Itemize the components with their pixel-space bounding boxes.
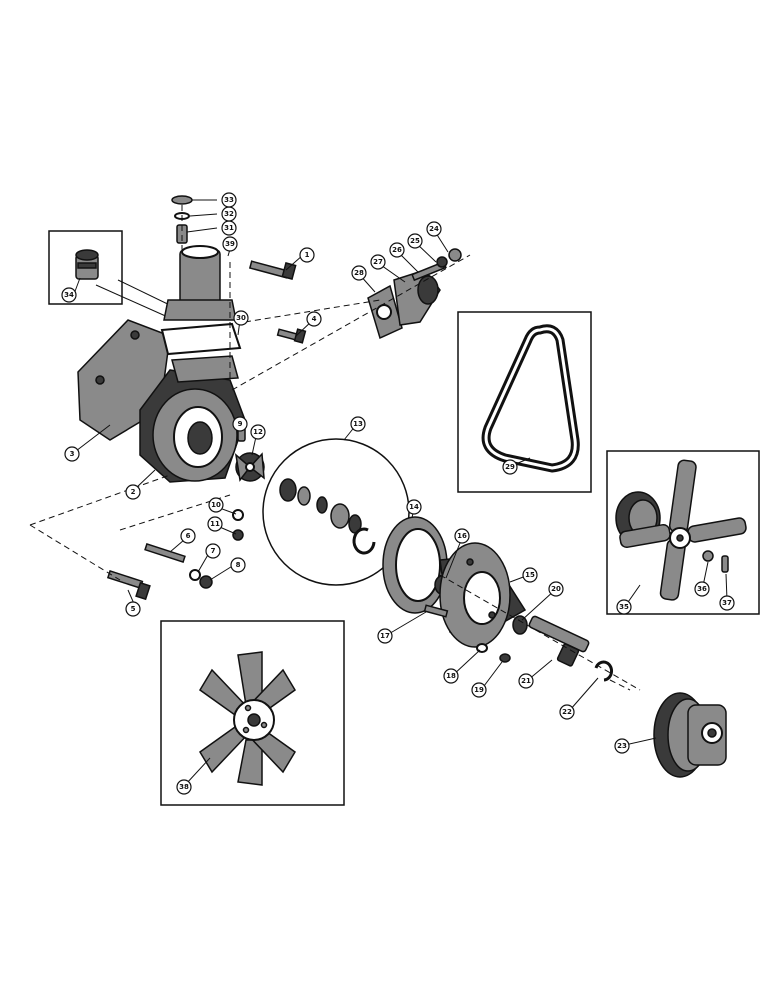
callout-number-27: 27 <box>373 258 383 266</box>
callout-bubble-14 <box>406 499 422 515</box>
callout-bubble-24 <box>426 221 442 237</box>
callout-number-37: 37 <box>722 599 732 607</box>
callout-bubble-19 <box>471 682 487 698</box>
callout-bubble-1 <box>299 247 315 263</box>
callout-bubble-36 <box>694 581 710 597</box>
callout-number-36: 36 <box>697 585 707 593</box>
inset-box-plug <box>48 230 123 305</box>
impeller-part <box>234 452 265 482</box>
seal-parts <box>279 478 376 555</box>
callout-number-35: 35 <box>619 603 629 611</box>
callout-bubble-35 <box>616 599 632 615</box>
callout-bubble-10 <box>208 497 224 513</box>
callout-bubble-27 <box>370 254 386 270</box>
callout-number-19: 19 <box>474 686 484 694</box>
callout-number-25: 25 <box>410 237 420 245</box>
callout-number-8: 8 <box>236 561 241 569</box>
callout-number-4: 4 <box>312 315 317 323</box>
callout-bubble-12 <box>250 424 266 440</box>
callout-bubble-29 <box>502 459 518 475</box>
callout-bubble-16 <box>454 528 470 544</box>
callout-number-24: 24 <box>429 225 439 233</box>
inset-box-belt <box>457 311 592 493</box>
pulley-part <box>653 692 727 778</box>
assembly-lines <box>29 254 641 691</box>
callout-bubble-2 <box>125 484 141 500</box>
callout-bubble-5 <box>125 601 141 617</box>
callout-bubble-3 <box>64 446 80 462</box>
callout-bubble-34 <box>61 287 77 303</box>
callout-number-30: 30 <box>236 314 246 322</box>
callout-bubble-18 <box>443 668 459 684</box>
four-blade-fan-part <box>615 459 747 601</box>
callout-bubble-30 <box>233 310 249 326</box>
callout-number-20: 20 <box>551 585 561 593</box>
callout-number-12: 12 <box>253 428 263 436</box>
callout-number-23: 23 <box>617 742 627 750</box>
callout-number-33: 33 <box>224 196 234 204</box>
callout-labels: 1 2 3 4 5 6 7 8 9 10 11 12 13 14 15 16 1 <box>61 192 735 795</box>
callout-bubble-9 <box>232 416 248 432</box>
callout-bubble-11 <box>207 516 223 532</box>
thermostat-elbow <box>367 248 462 340</box>
callout-number-22: 22 <box>562 708 572 716</box>
callout-bubble-22 <box>559 704 575 720</box>
callout-bubble-37 <box>719 595 735 611</box>
callout-number-38: 38 <box>179 783 189 791</box>
cap-screw-stack <box>171 195 193 250</box>
callout-number-18: 18 <box>446 672 456 680</box>
callout-number-39: 39 <box>225 240 235 248</box>
callout-number-21: 21 <box>521 677 531 685</box>
callout-number-15: 15 <box>525 571 535 579</box>
plug-leader <box>95 284 171 319</box>
bolts <box>106 260 307 601</box>
callout-bubble-28 <box>351 265 367 281</box>
callout-number-13: 13 <box>353 420 363 428</box>
callout-number-11: 11 <box>210 520 220 528</box>
callout-number-1: 1 <box>305 251 310 259</box>
callout-number-5: 5 <box>131 605 136 613</box>
callout-bubble-25 <box>407 233 423 249</box>
inset-box-fan6 <box>160 620 345 806</box>
callout-bubble-38 <box>176 779 192 795</box>
callout-number-14: 14 <box>409 503 419 511</box>
callout-number-26: 26 <box>392 246 402 254</box>
callout-bubble-4 <box>306 311 322 327</box>
callout-number-9: 9 <box>238 420 243 428</box>
callout-bubble-21 <box>518 673 534 689</box>
callout-bubble-23 <box>614 738 630 754</box>
callout-number-29: 29 <box>505 463 515 471</box>
callout-number-2: 2 <box>131 488 136 496</box>
callout-number-28: 28 <box>354 269 364 277</box>
callout-bubble-15 <box>522 567 538 583</box>
callout-number-3: 3 <box>70 450 75 458</box>
pump-housing <box>77 245 246 483</box>
callout-bubble-17 <box>377 628 393 644</box>
callout-number-7: 7 <box>211 547 216 555</box>
inset-box-fan4 <box>606 450 760 615</box>
callout-leaders <box>73 199 728 785</box>
callout-bubble-20 <box>548 581 564 597</box>
callout-bubble-6 <box>180 528 196 544</box>
six-blade-fan-part <box>199 651 296 786</box>
callout-number-32: 32 <box>224 210 234 218</box>
callout-bubble-8 <box>230 557 246 573</box>
plug-part <box>75 249 99 280</box>
callout-number-6: 6 <box>186 532 191 540</box>
pump-shaft <box>528 615 631 691</box>
callout-number-16: 16 <box>457 532 467 540</box>
callout-bubble-26 <box>389 242 405 258</box>
callout-bubble-33 <box>221 192 237 208</box>
callout-bubble-13 <box>350 416 366 432</box>
callout-number-31: 31 <box>224 224 234 232</box>
callout-bubble-7 <box>205 543 221 559</box>
callout-number-10: 10 <box>211 501 221 509</box>
callout-number-34: 34 <box>64 291 74 299</box>
callout-bubble-39 <box>222 236 238 252</box>
callout-number-17: 17 <box>380 632 390 640</box>
